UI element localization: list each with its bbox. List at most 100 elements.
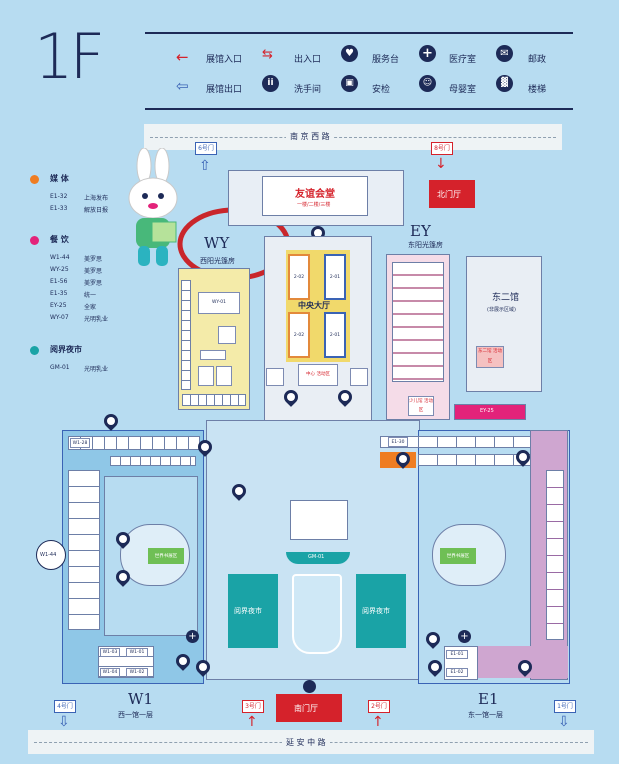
gate-2[interactable]: 2号门 bbox=[368, 700, 390, 713]
food-title: 餐 饮 bbox=[50, 235, 69, 244]
w1-left-booths bbox=[68, 470, 100, 630]
media-dot bbox=[30, 175, 39, 184]
night-market-item-name: 光明乳业 bbox=[84, 366, 109, 373]
road-dash bbox=[150, 137, 556, 138]
legend-label: 洗手间 bbox=[294, 85, 322, 95]
night-market-east[interactable] bbox=[356, 574, 406, 648]
medical-cross-icon: + bbox=[419, 45, 436, 62]
booth-w1-28[interactable]: W1-28 bbox=[70, 438, 90, 448]
activity-area-left[interactable] bbox=[266, 368, 284, 386]
rabbit-mascot bbox=[128, 148, 178, 266]
booth-wy-small[interactable] bbox=[216, 366, 232, 386]
medical-cross-icon[interactable]: + bbox=[186, 630, 199, 643]
friendship-hall-sub: 一楼/二楼/三楼 bbox=[297, 202, 331, 208]
ey-booth-grid bbox=[392, 262, 444, 382]
entrance-arrow-icon: ← bbox=[176, 48, 189, 66]
wy-booth-row bbox=[182, 394, 246, 406]
wy-subtitle: 西阳光篷房 bbox=[200, 257, 235, 265]
media-item-name: 上海发布 bbox=[84, 195, 109, 202]
floor-label: 1F bbox=[34, 20, 105, 93]
media-item-code: E1-33 bbox=[50, 205, 68, 212]
booth-w1-01[interactable]: W1-01 bbox=[126, 648, 148, 657]
booth-wy-small[interactable] bbox=[200, 350, 226, 360]
stairs-icon bbox=[303, 680, 316, 693]
booth-wy-small[interactable] bbox=[218, 326, 236, 344]
east2-hall[interactable] bbox=[466, 256, 542, 392]
booth-e1-01[interactable]: E1-01 bbox=[446, 650, 468, 659]
entrance-arrow-icon: ↑ bbox=[246, 714, 258, 730]
media-item-code: E1-32 bbox=[50, 193, 68, 200]
w1-title: W1 bbox=[128, 690, 153, 708]
food-item-code: WY-25 bbox=[50, 266, 69, 273]
food-item-name: 美罗思 bbox=[84, 280, 103, 287]
food-item-name: 美罗思 bbox=[84, 256, 103, 263]
world-reading-area-west[interactable]: 世界书展区 bbox=[148, 548, 184, 564]
w1-subtitle: 西一馆一层 bbox=[118, 711, 153, 719]
ey-25-bar[interactable] bbox=[454, 404, 526, 420]
legend-label: 服务台 bbox=[372, 55, 400, 65]
legend-label: 母婴室 bbox=[449, 85, 477, 95]
friendship-hall-inner bbox=[262, 176, 368, 216]
wy-title: WY bbox=[204, 234, 230, 252]
food-item-code: WY-07 bbox=[50, 314, 69, 321]
booth-2-01[interactable]: 2-01 bbox=[324, 254, 346, 300]
booth-w1-03[interactable]: W1-03 bbox=[100, 648, 120, 657]
restroom-icon: іі bbox=[262, 75, 279, 92]
south-hall-label: 南门厅 bbox=[294, 704, 318, 713]
food-item-code: EY-25 bbox=[50, 302, 67, 309]
food-item-code: E1-35 bbox=[50, 290, 68, 297]
north-road-label: 南 京 西 路 bbox=[286, 131, 334, 142]
legend-label: 医疗室 bbox=[449, 55, 477, 65]
north-hall-label: 北门厅 bbox=[437, 190, 461, 199]
north-hall-box[interactable] bbox=[429, 180, 475, 208]
booth-wy-small[interactable] bbox=[198, 366, 214, 386]
booth-e1-30[interactable]: E1-30 bbox=[388, 437, 408, 447]
gm01-banner[interactable] bbox=[286, 552, 350, 564]
media-item-name: 解放日报 bbox=[84, 207, 109, 214]
activity-area-right[interactable] bbox=[350, 368, 368, 386]
food-item-code: W1-44 bbox=[50, 254, 70, 261]
kids-activity-area[interactable]: 少儿馆 活动区 bbox=[408, 396, 434, 416]
gate-8[interactable]: 8号门 bbox=[431, 142, 453, 155]
legend-label: 楼梯 bbox=[528, 85, 547, 95]
night-market-title: 阅界夜市 bbox=[50, 345, 82, 354]
gate-6[interactable]: 6号门 bbox=[195, 142, 217, 155]
booth-w1-04[interactable]: W1-04 bbox=[100, 668, 120, 677]
exit-arrow-icon: ⇧ bbox=[199, 158, 211, 174]
night-market-west[interactable] bbox=[228, 574, 278, 648]
booth-2-01[interactable]: 2-01 bbox=[324, 312, 346, 358]
food-item-name: 美罗思 bbox=[84, 268, 103, 275]
ey-subtitle: 东阳光篷房 bbox=[408, 241, 443, 249]
e1-title: E1 bbox=[478, 690, 499, 708]
south-road-label: 延 安 中 路 bbox=[282, 737, 330, 748]
world-reading-area-east[interactable]: 世界书展区 bbox=[440, 548, 476, 564]
exit-arrow-icon: ⇩ bbox=[558, 714, 570, 730]
booth-w1-02[interactable]: W1-02 bbox=[126, 668, 148, 677]
ey-title: EY bbox=[410, 222, 431, 240]
medical-cross-icon[interactable]: + bbox=[458, 630, 471, 643]
legend-label: 安检 bbox=[372, 85, 391, 95]
e1-subtitle: 东一馆一层 bbox=[468, 711, 503, 719]
south-hall-box[interactable] bbox=[276, 694, 342, 722]
gate-1[interactable]: 1号门 bbox=[554, 700, 576, 713]
w1-44-circle[interactable] bbox=[36, 540, 66, 570]
booth-wy-01[interactable]: WY-01 bbox=[198, 292, 240, 314]
map-pin-icon[interactable] bbox=[101, 411, 121, 431]
east2-subtitle: (非展示区域) bbox=[487, 307, 516, 313]
booth-e1-02[interactable]: E1-02 bbox=[446, 668, 468, 677]
header-line-top bbox=[145, 32, 573, 34]
gate-3[interactable]: 3号门 bbox=[242, 700, 264, 713]
header-line-bottom bbox=[145, 108, 573, 110]
nursery-icon: ☺ bbox=[419, 75, 436, 92]
food-item-name: 全家 bbox=[84, 304, 97, 311]
booth-2-02[interactable]: 2-02 bbox=[288, 254, 310, 300]
legend-label: 出入口 bbox=[294, 55, 322, 65]
booth-2-02[interactable]: 2-02 bbox=[288, 312, 310, 358]
east2-activity-area[interactable]: 东二馆 活动区 bbox=[476, 346, 504, 368]
gate-4[interactable]: 4号门 bbox=[54, 700, 76, 713]
food-item-name: 光明乳业 bbox=[84, 316, 109, 323]
security-check-icon: ▣ bbox=[341, 75, 358, 92]
center-activity-area[interactable]: 中心 活动区 bbox=[298, 364, 338, 386]
food-dot bbox=[30, 236, 39, 245]
friendship-hall-title: 友谊会堂 bbox=[295, 189, 335, 200]
